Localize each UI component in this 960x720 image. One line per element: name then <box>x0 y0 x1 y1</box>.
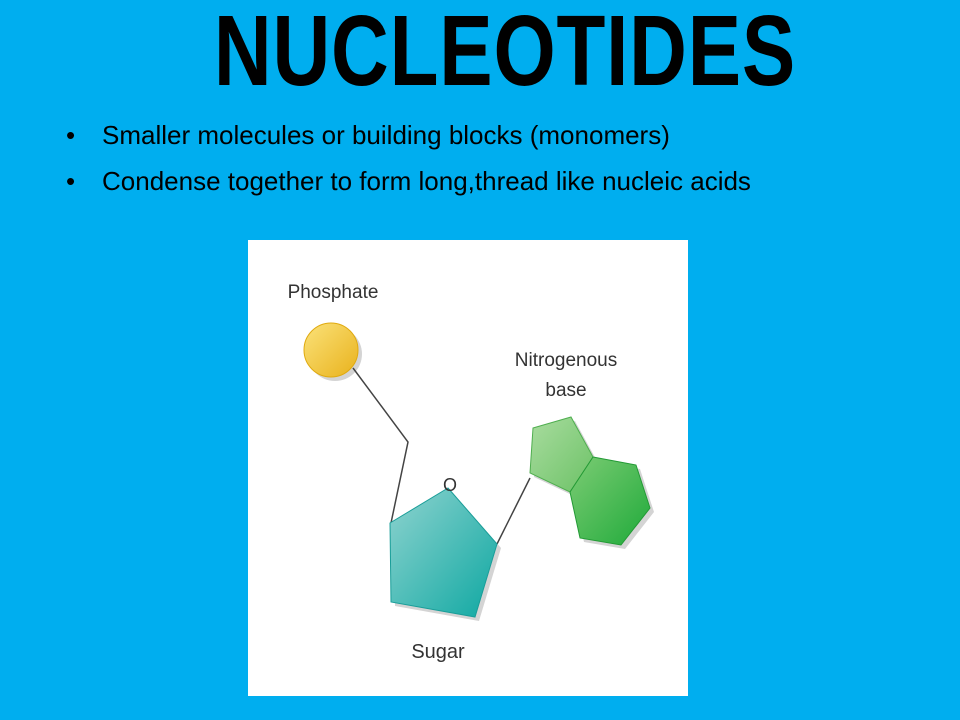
nitrogenous-base-label-line1: Nitrogenous <box>515 350 617 371</box>
bullet-text: Smaller molecules or building blocks (mo… <box>102 120 670 150</box>
nucleotide-diagram: O Phosphate Nitrogenous base Sugar <box>248 240 688 696</box>
phosphate-circle <box>303 322 359 378</box>
bullet-item: • Condense together to form long,thread l… <box>62 166 751 212</box>
bullet-icon: • <box>66 120 76 150</box>
slide-title: NUCLEOTIDES <box>213 0 797 107</box>
bullet-item: • Smaller molecules or building blocks (m… <box>62 120 751 166</box>
sugar-label: Sugar <box>411 641 465 663</box>
base-bond-line <box>496 477 531 545</box>
nitrogenous-base-label-line2: base <box>545 380 586 401</box>
bullet-text: Condense together to form long,thread li… <box>102 166 751 196</box>
bullet-icon: • <box>66 166 76 196</box>
base-hexagon <box>569 456 651 546</box>
oxygen-label: O <box>443 475 457 495</box>
phosphate-label: Phosphate <box>288 282 379 303</box>
sugar-pentagon <box>389 487 498 618</box>
phosphate-bond-line <box>352 367 409 524</box>
bullet-list: • Smaller molecules or building blocks (m… <box>62 120 751 212</box>
